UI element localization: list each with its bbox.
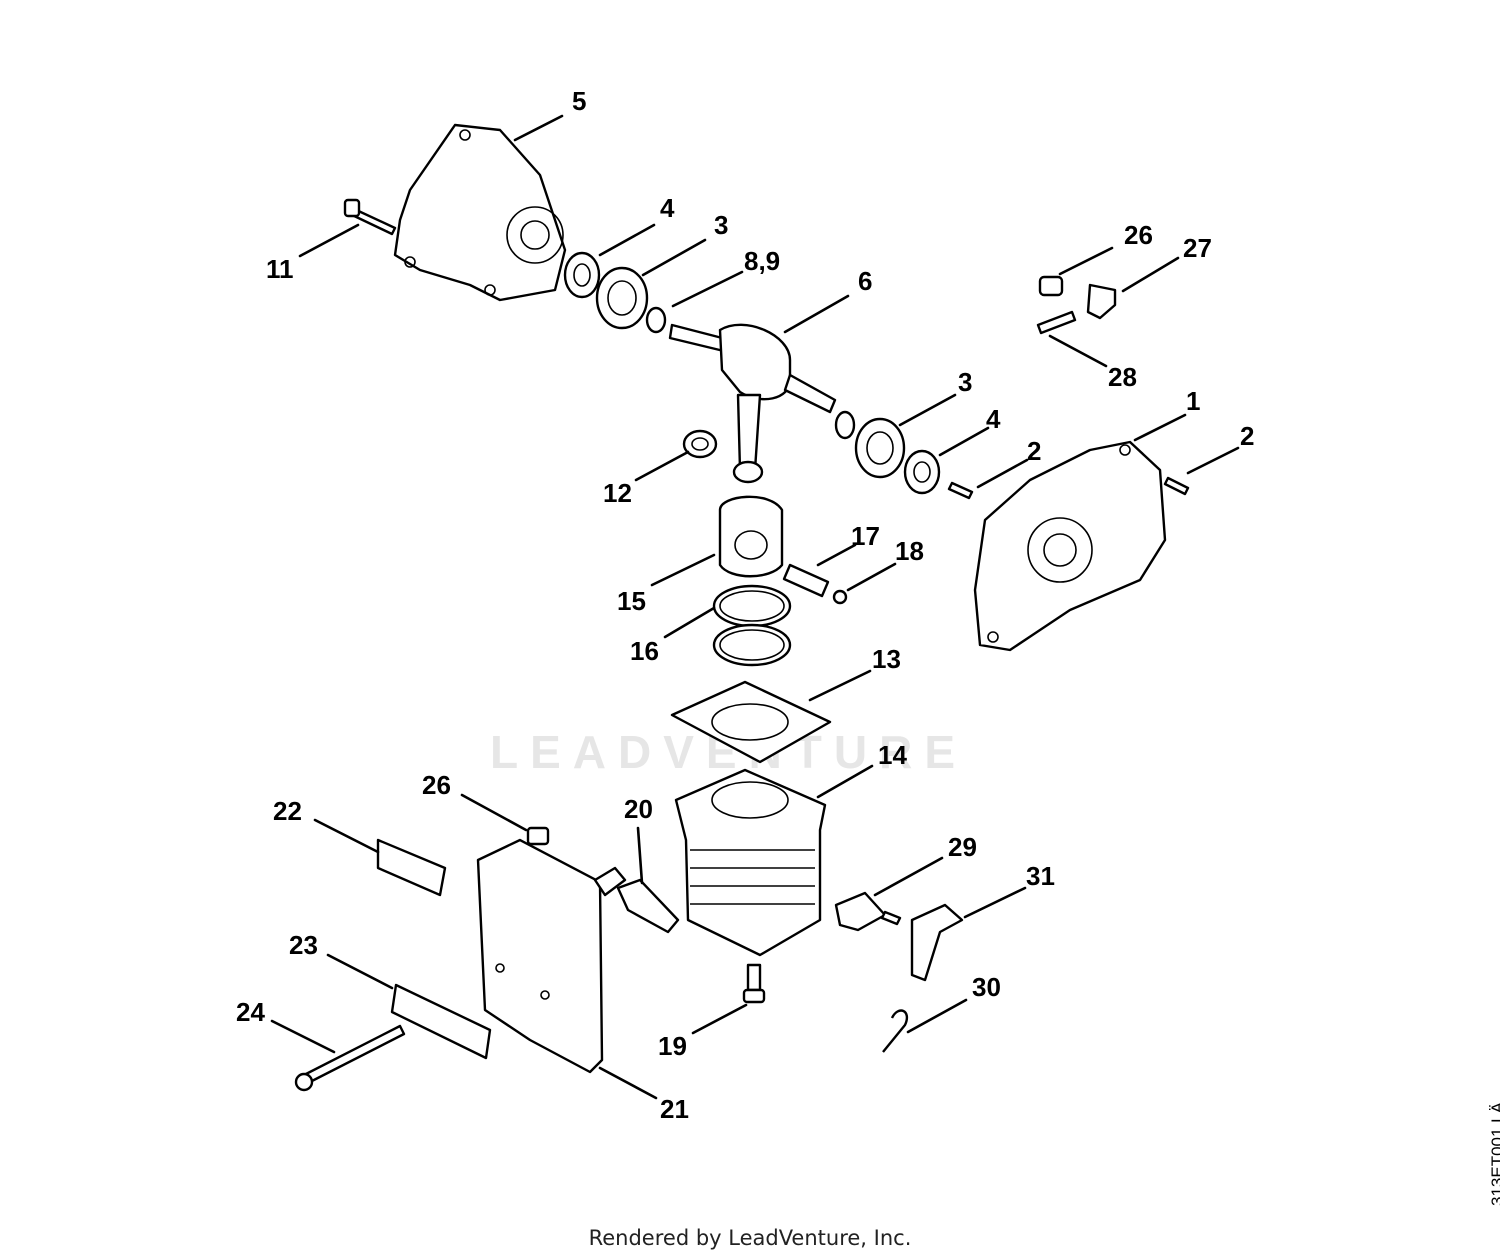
leader-21 (598, 1066, 658, 1100)
callout-1: 1 (1186, 386, 1200, 416)
callout-15: 15 (617, 586, 646, 616)
callout-4-upper: 4 (660, 193, 675, 223)
leader-13 (808, 669, 872, 702)
part-crankcase-right (973, 440, 1167, 652)
leader-4-lower (938, 426, 990, 457)
leader-28 (1048, 334, 1108, 368)
part-piston-pin-17 (782, 563, 830, 598)
part-bearing-3-upper (595, 266, 649, 330)
leader-5 (513, 114, 564, 142)
leader-23 (326, 953, 394, 990)
leader-20 (636, 826, 644, 885)
leader-19 (691, 1003, 748, 1035)
callout-3-upper: 3 (714, 210, 728, 240)
callout-24: 24 (236, 997, 265, 1027)
leader-3-upper (641, 238, 707, 277)
leader-31 (963, 886, 1027, 919)
part-piston (718, 495, 784, 578)
callout-6: 6 (858, 266, 872, 296)
leader-17 (816, 543, 857, 567)
leader-6 (783, 294, 850, 334)
callout-23: 23 (289, 930, 318, 960)
leader-16 (663, 606, 716, 639)
leader-26-lower (460, 793, 528, 832)
leader-22 (313, 818, 380, 854)
callout-8-9: 8,9 (744, 246, 780, 276)
part-piston-ring-upper (712, 584, 792, 628)
part-bearing-3-lower (854, 417, 906, 479)
callout-18: 18 (895, 536, 924, 566)
leader-29 (873, 856, 944, 897)
part-screw-19 (742, 963, 766, 1004)
part-circlip-18 (832, 589, 848, 605)
part-plate-23 (390, 983, 492, 1060)
leader-4-upper (598, 223, 656, 257)
part-pin-28 (1036, 310, 1077, 335)
part-screw-11 (343, 198, 397, 236)
part-long-screw-24 (294, 1024, 406, 1092)
part-spring-30 (882, 1009, 908, 1053)
leader-27 (1121, 256, 1180, 293)
callout-12: 12 (603, 478, 632, 508)
part-dowel-pin-2a (947, 481, 974, 500)
leader-2b (1186, 446, 1240, 475)
part-crankcase-left (393, 123, 567, 302)
leader-8-9 (671, 270, 744, 308)
callout-27: 27 (1183, 233, 1212, 263)
callout-16: 16 (630, 636, 659, 666)
part-screw-26-upper (1038, 275, 1064, 297)
leader-11 (298, 223, 360, 258)
leader-24 (270, 1019, 336, 1054)
callout-5: 5 (572, 86, 586, 116)
part-lever-27 (1086, 283, 1117, 320)
leader-14 (816, 764, 874, 799)
part-piston-ring-lower (712, 623, 792, 667)
part-bearing-4-lower (903, 449, 941, 495)
callout-3-lower: 3 (958, 367, 972, 397)
callout-26-upper: 26 (1124, 220, 1153, 250)
leader-3-lower (898, 393, 957, 427)
callout-28: 28 (1108, 362, 1137, 392)
part-dowel-pin-2b (1163, 476, 1190, 496)
footer-credit: Rendered by LeadVenture, Inc. (588, 1226, 912, 1250)
callout-13: 13 (872, 644, 901, 674)
part-muffler-gasket (616, 878, 680, 934)
callout-31: 31 (1026, 861, 1055, 891)
part-cylinder-gasket (670, 680, 832, 764)
leader-26-upper (1058, 246, 1114, 276)
callout-4-lower: 4 (986, 404, 1001, 434)
part-shim-lower (834, 410, 856, 440)
callout-2b: 2 (1240, 421, 1254, 451)
drawing-code: 313ET001 LÄ (1488, 1102, 1500, 1206)
leader-1 (1133, 413, 1187, 442)
callout-11: 11 (266, 254, 294, 284)
part-spark-arrest-screen (376, 838, 447, 897)
part-spark-plug (834, 891, 902, 932)
callout-14: 14 (878, 740, 907, 770)
callout-30: 30 (972, 972, 1001, 1002)
part-spark-plug-boot (910, 903, 964, 982)
callout-2a: 2 (1027, 436, 1041, 466)
leader-2a (976, 458, 1029, 489)
part-crankshaft (668, 323, 837, 484)
callout-22: 22 (273, 796, 302, 826)
callout-21: 21 (660, 1094, 689, 1124)
callout-29: 29 (948, 832, 977, 862)
leader-12 (634, 450, 690, 482)
part-cylinder (674, 768, 827, 957)
leader-18 (846, 562, 897, 592)
callout-19: 19 (658, 1031, 687, 1061)
part-needle-cage-12 (682, 429, 718, 459)
part-bearing-4-upper (563, 251, 601, 299)
part-muffler (476, 838, 627, 1074)
leader-30 (906, 998, 968, 1034)
callout-17: 17 (851, 521, 880, 551)
part-screw-26-lower (526, 826, 550, 846)
callout-20: 20 (624, 794, 653, 824)
leader-15 (650, 553, 716, 587)
callout-26-lower: 26 (422, 770, 451, 800)
part-shim-8-9 (645, 306, 667, 334)
